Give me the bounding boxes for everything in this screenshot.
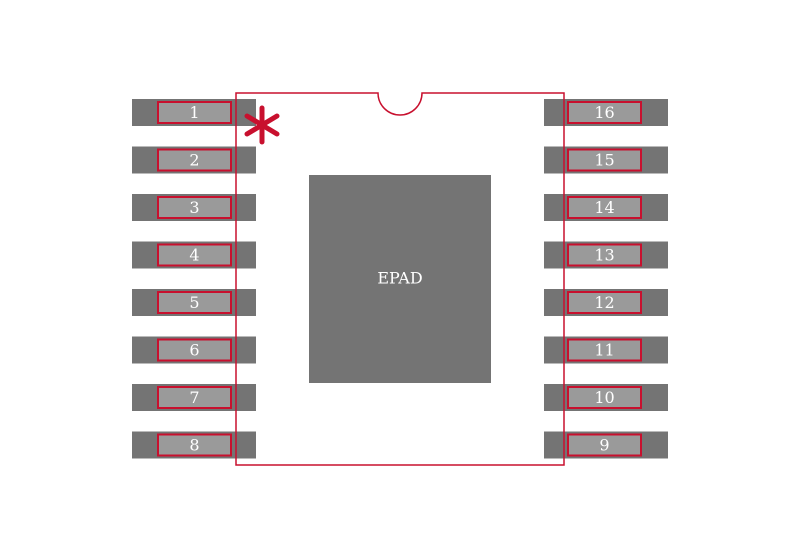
pin-number: 7 — [189, 388, 199, 407]
pin-9: 9 — [544, 431, 668, 459]
pin-number: 11 — [594, 341, 614, 360]
pin-6: 6 — [132, 336, 256, 364]
pin-body — [567, 433, 642, 457]
pin-body — [567, 243, 642, 267]
pin-body — [157, 386, 232, 409]
pin-number: 15 — [594, 151, 614, 170]
pin-body — [157, 148, 232, 172]
right-pin-column: 16 15 14 13 12 11 10 9 — [544, 99, 668, 459]
pin-5: 5 — [132, 289, 256, 316]
pin-number: 4 — [189, 246, 199, 265]
pin-13: 13 — [544, 241, 668, 269]
pin-body — [157, 291, 232, 314]
pin-16: 16 — [544, 99, 668, 126]
pin-body — [157, 433, 232, 457]
pin-8: 8 — [132, 431, 256, 459]
epad-label: EPAD — [377, 269, 422, 288]
package-outline — [235, 92, 565, 466]
pin-body — [157, 243, 232, 267]
pin-number: 12 — [594, 293, 614, 312]
pin-number: 1 — [189, 103, 199, 122]
pin-14: 14 — [544, 194, 668, 221]
pin-body — [567, 148, 642, 172]
pin-number: 8 — [189, 436, 199, 455]
pin-body — [567, 196, 642, 219]
pin-number: 10 — [594, 388, 614, 407]
pin-10: 10 — [544, 384, 668, 411]
pin-body — [567, 291, 642, 314]
pin-number: 14 — [594, 198, 614, 217]
pin-11: 11 — [544, 336, 668, 364]
pin-4: 4 — [132, 241, 256, 269]
pin-body — [157, 101, 232, 124]
pin-7: 7 — [132, 384, 256, 411]
pin1-marker-icon — [244, 105, 280, 145]
pin-number: 9 — [599, 436, 609, 455]
pin-15: 15 — [544, 146, 668, 174]
pin-body — [567, 386, 642, 409]
pin-number: 6 — [189, 341, 199, 360]
pin-2: 2 — [132, 146, 256, 174]
pin-number: 2 — [189, 151, 199, 170]
pin-number: 5 — [189, 293, 199, 312]
left-pin-column: 1 2 3 4 5 6 7 8 — [132, 99, 256, 459]
pin-3: 3 — [132, 194, 256, 221]
pin-body — [567, 338, 642, 362]
pin-body — [157, 196, 232, 219]
pin-number: 13 — [594, 246, 614, 265]
pin-body — [157, 338, 232, 362]
pin-body — [567, 101, 642, 124]
pin-number: 3 — [189, 198, 199, 217]
pin-1: 1 — [132, 99, 256, 126]
pin-number: 16 — [594, 103, 614, 122]
pin-12: 12 — [544, 289, 668, 316]
epad — [309, 175, 491, 383]
